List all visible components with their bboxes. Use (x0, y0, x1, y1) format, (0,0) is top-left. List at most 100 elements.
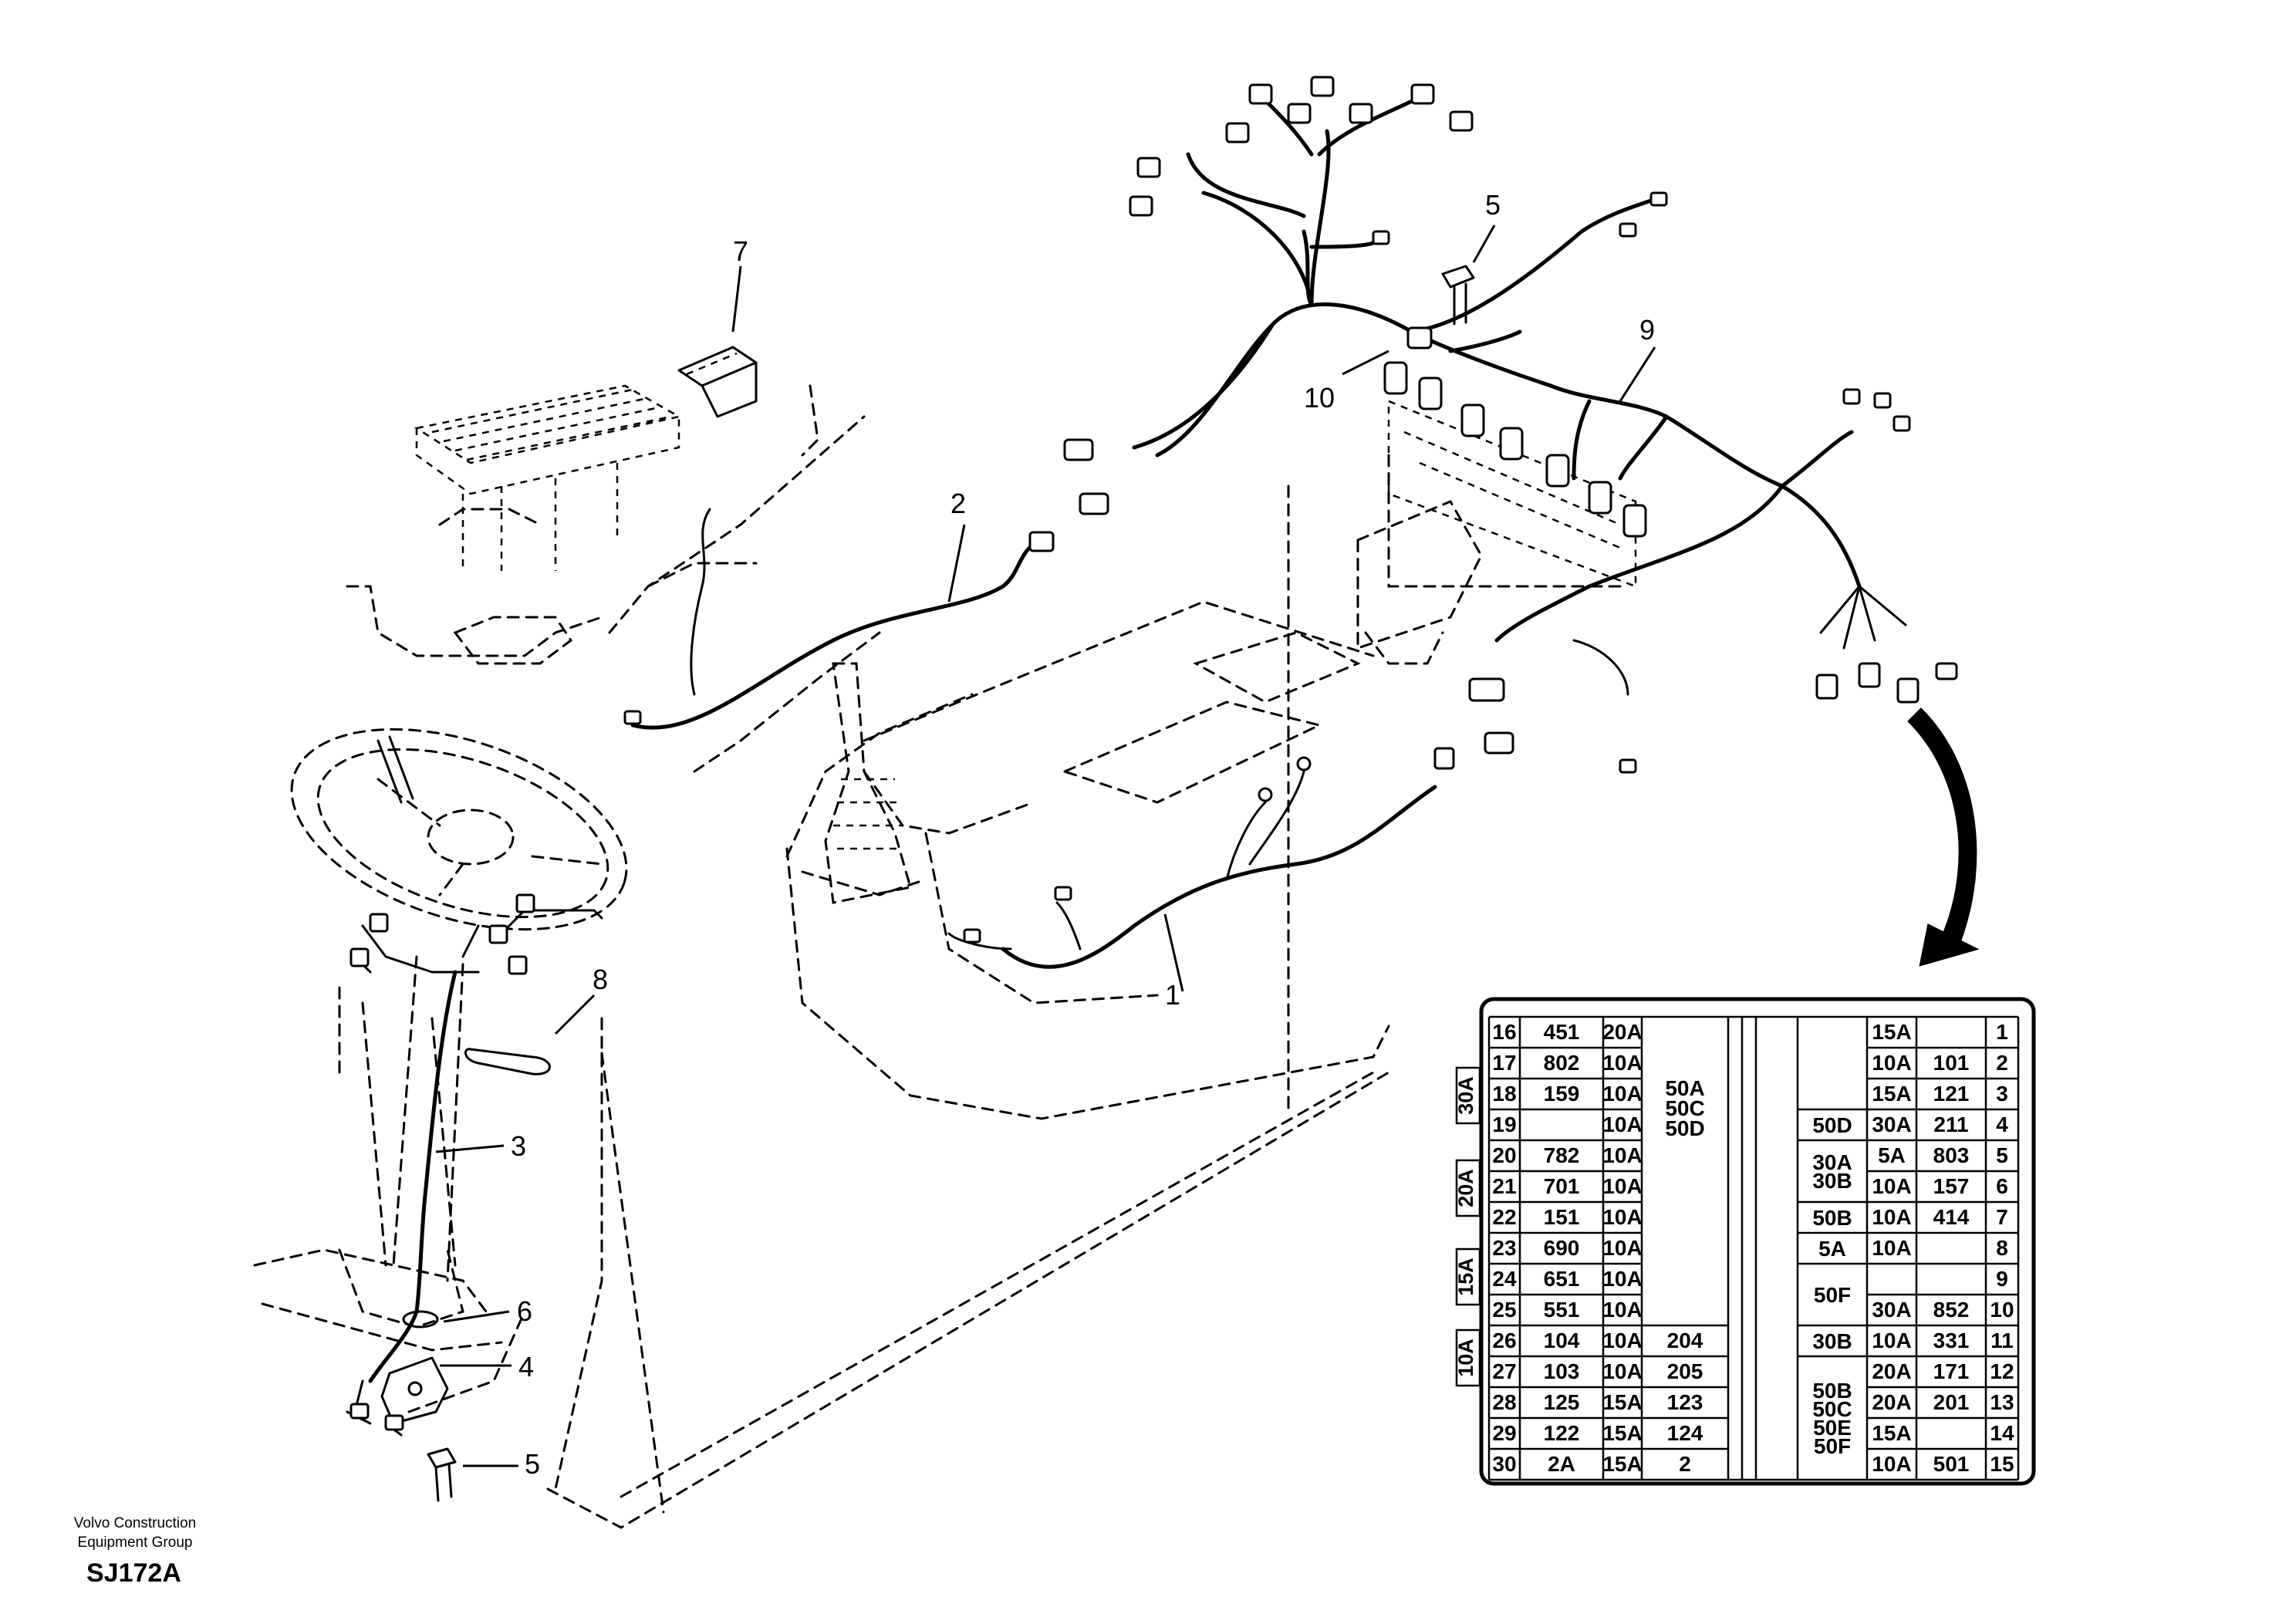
fuse-right-pos: 4 (1996, 1112, 2008, 1136)
fuse-group-label: 50F (1814, 1434, 1851, 1458)
fuse-side-label-text: 15A (1454, 1258, 1477, 1296)
fuse-side-label: 30A (1454, 1066, 1481, 1125)
relay-blocks (1383, 361, 1647, 588)
fuse-side-label-text: 30A (1454, 1076, 1477, 1115)
fuse-left-wire: 159 (1544, 1082, 1580, 1106)
fuse-right-rating: 10A (1872, 1051, 1911, 1075)
fuse-side-label-text: 10A (1454, 1339, 1477, 1377)
fuse-right-pos: 15 (1990, 1452, 2014, 1476)
fuse-left-pos: 29 (1492, 1421, 1516, 1445)
fuse-group-label: 50C (1812, 1397, 1852, 1421)
fuse-side-label-box (1455, 1159, 1481, 1217)
fuse-left-pos: 19 (1492, 1112, 1516, 1136)
pointer-arrow (1907, 707, 1980, 967)
fuse-side-label: 10A (1454, 1329, 1481, 1387)
fuse-right-rating: 10A (1872, 1329, 1911, 1352)
fuse-right-wire: 211 (1933, 1112, 1968, 1136)
fuse-left-wire: 701 (1544, 1174, 1580, 1198)
callout-1: 1 (1165, 979, 1180, 1011)
fuse-side-label-text: 20A (1454, 1169, 1477, 1207)
fuse-left-rating: 10A (1602, 1236, 1642, 1260)
fuse-right-wire: 501 (1933, 1452, 1970, 1476)
fuse-right-wire: 201 (1933, 1390, 1970, 1414)
fuse-group-label: 30B (1812, 1169, 1852, 1193)
fuse-side-label-box (1455, 1248, 1481, 1306)
fuse-left-wire: 782 (1544, 1143, 1580, 1167)
fuse-right-pos: 6 (1996, 1174, 2008, 1198)
fuse-side-label: 15A (1454, 1248, 1481, 1306)
bolt-lower (427, 1447, 457, 1502)
fuse-left-merged-label: 50A (1665, 1076, 1704, 1100)
bolt-upper (1406, 265, 1475, 349)
fuse-right-wire: 121 (1933, 1082, 1970, 1106)
fuse-left-pos: 16 (1492, 1020, 1516, 1044)
fuse-left-pos: 24 (1492, 1267, 1517, 1291)
footer-company: Volvo Construction Equipment Group (46, 1514, 224, 1552)
footer-company-line-1: Volvo Construction (73, 1515, 197, 1531)
fuse-left-pos: 17 (1492, 1051, 1516, 1075)
fuse-group-label: 50B (1812, 1206, 1852, 1230)
fuse-left-ext: 204 (1667, 1329, 1703, 1352)
fuse-left-wire: 151 (1544, 1205, 1580, 1229)
fuse-left-pos: 28 (1492, 1390, 1516, 1414)
fuse-group-label: 50F (1814, 1283, 1851, 1307)
fuse-side-label-box (1455, 1066, 1481, 1125)
fuse-left-wire: 551 (1544, 1298, 1580, 1322)
fuse-left-wire: 2A (1548, 1452, 1575, 1476)
fuse-left-pos: 20 (1492, 1143, 1516, 1167)
fuse-left-rating: 15A (1602, 1421, 1642, 1445)
callout-leaders (435, 225, 1656, 1467)
fuse-right-rating: 15A (1872, 1020, 1911, 1044)
fuse-right-rating: 20A (1872, 1390, 1911, 1414)
fuse-right-pos: 13 (1990, 1390, 2014, 1414)
fuse-left-ext: 2 (1679, 1452, 1691, 1476)
fuse-right-pos: 14 (1990, 1421, 2014, 1445)
fuse-left-rating: 10A (1602, 1329, 1642, 1352)
fuse-right-rating: 5A (1878, 1143, 1906, 1167)
fuse-right-pos: 11 (1990, 1329, 2014, 1352)
switch-7 (677, 346, 758, 418)
fuse-right-wire: 331 (1933, 1329, 1970, 1352)
callout-5-upper: 5 (1485, 189, 1501, 221)
harness-2 (623, 508, 1055, 730)
harness-3 (349, 893, 603, 1383)
fuse-left-rating: 10A (1602, 1205, 1642, 1229)
fuse-right-pos: 10 (1990, 1298, 2014, 1322)
callout-5-lower: 5 (525, 1448, 540, 1480)
callout-10: 10 (1304, 382, 1335, 414)
fuse-right-pos: 2 (1996, 1051, 2008, 1075)
harness-1 (947, 747, 1455, 969)
fuse-side-label-box (1455, 1329, 1481, 1387)
callout-numbers: 1 2 3 4 5 5 6 7 8 9 10 (511, 189, 1655, 1480)
harness-9-connectors (1063, 76, 1958, 774)
bracket-4 (346, 1356, 449, 1437)
fuse-left-rating: 10A (1602, 1267, 1642, 1291)
fuse-right-pos: 8 (1996, 1236, 2008, 1260)
fuse-left-ext: 123 (1667, 1390, 1703, 1414)
fuse-left-wire: 125 (1544, 1390, 1580, 1414)
fuse-left-wire: 802 (1544, 1051, 1580, 1075)
fuse-left-merged-label: 50D (1665, 1116, 1704, 1140)
grommet-6 (402, 1310, 439, 1329)
harness-9 (1132, 90, 1907, 696)
steering-wheel (290, 728, 628, 931)
fuse-right-rating: 15A (1872, 1421, 1911, 1445)
fuse-group-label: 50E (1813, 1416, 1852, 1440)
cab-outline (253, 384, 1622, 1529)
fuse-left-wire: 651 (1544, 1267, 1580, 1291)
clip-8 (464, 1048, 551, 1075)
callout-8: 8 (593, 964, 608, 995)
fuse-right-pos: 5 (1996, 1143, 2008, 1167)
callout-6: 6 (517, 1295, 532, 1327)
fuse-group-label: 30B (1812, 1329, 1852, 1353)
fuse-left-pos: 23 (1492, 1236, 1516, 1260)
fuse-left-wire: 104 (1544, 1329, 1580, 1352)
callout-7: 7 (733, 235, 748, 267)
control-lever (801, 662, 927, 904)
fuse-right-wire: 171 (1933, 1359, 1970, 1383)
steering-column (392, 955, 464, 1282)
